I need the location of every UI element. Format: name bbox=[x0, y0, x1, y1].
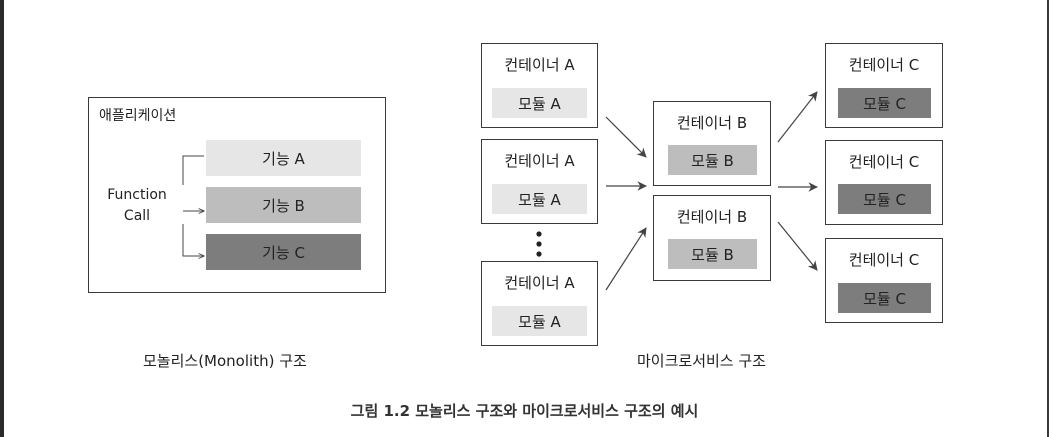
ellipsis-dot-1 bbox=[536, 231, 542, 237]
container-a-3: 컨테이너 A 모듈 A bbox=[481, 261, 598, 346]
container-a-2-title: 컨테이너 A bbox=[504, 152, 575, 170]
container-c-2: 컨테이너 C 모듈 C bbox=[825, 140, 943, 225]
function-call-line-1: Function bbox=[107, 187, 167, 203]
module-a-2: 모듈 A bbox=[492, 184, 587, 214]
container-b-2-title: 컨테이너 B bbox=[676, 208, 748, 226]
function-call-line-2: Call bbox=[123, 208, 151, 224]
container-c-2-title: 컨테이너 C bbox=[848, 153, 920, 171]
container-b-1: 컨테이너 B 모듈 B bbox=[653, 101, 771, 186]
container-a-3-title: 컨테이너 A bbox=[504, 274, 575, 292]
arrow-b1-to-c1 bbox=[777, 91, 818, 143]
application-label: 애플리케이션 bbox=[99, 108, 177, 124]
container-b-1-title: 컨테이너 B bbox=[676, 114, 748, 132]
container-b-2: 컨테이너 B 모듈 B bbox=[653, 195, 771, 281]
feature-a: 기능 A bbox=[206, 140, 361, 176]
window-left-edge bbox=[0, 0, 4, 437]
container-c-3-title: 컨테이너 C bbox=[848, 251, 920, 269]
ellipsis-dot-2 bbox=[536, 241, 542, 247]
module-b-2: 모듈 B bbox=[668, 239, 757, 269]
container-c-1-title: 컨테이너 C bbox=[848, 56, 920, 74]
container-c-3: 컨테이너 C 모듈 C bbox=[825, 238, 943, 323]
module-c-1: 모듈 C bbox=[838, 88, 931, 118]
container-c-1: 컨테이너 C 모듈 C bbox=[825, 43, 943, 128]
module-a-1: 모듈 A bbox=[492, 88, 587, 118]
module-a-3: 모듈 A bbox=[492, 306, 587, 336]
container-a-1-title: 컨테이너 A bbox=[504, 56, 575, 74]
module-c-2: 모듈 C bbox=[838, 184, 931, 214]
ellipsis-dot-3 bbox=[536, 251, 542, 257]
module-c-3: 모듈 C bbox=[838, 283, 931, 313]
container-a-1: 컨테이너 A 모듈 A bbox=[481, 43, 598, 128]
monolith-caption: 모놀리스(Monolith) 구조 bbox=[143, 352, 307, 370]
arrow-b2-to-c3 bbox=[777, 221, 818, 271]
function-call-label: Function Call bbox=[92, 185, 182, 227]
figure-caption: 그림 1.2 모놀리스 구조와 마이크로서비스 구조의 예시 bbox=[350, 402, 699, 420]
feature-b: 기능 B bbox=[206, 187, 361, 223]
arrow-a3-to-b2 bbox=[605, 227, 647, 291]
window-right-edge bbox=[1047, 0, 1049, 437]
feature-c: 기능 C bbox=[206, 234, 361, 270]
microservices-caption: 마이크로서비스 구조 bbox=[637, 352, 766, 370]
container-a-2: 컨테이너 A 모듈 A bbox=[481, 139, 598, 224]
arrow-a1-to-b1 bbox=[605, 116, 647, 158]
module-b-1: 모듈 B bbox=[668, 145, 757, 175]
